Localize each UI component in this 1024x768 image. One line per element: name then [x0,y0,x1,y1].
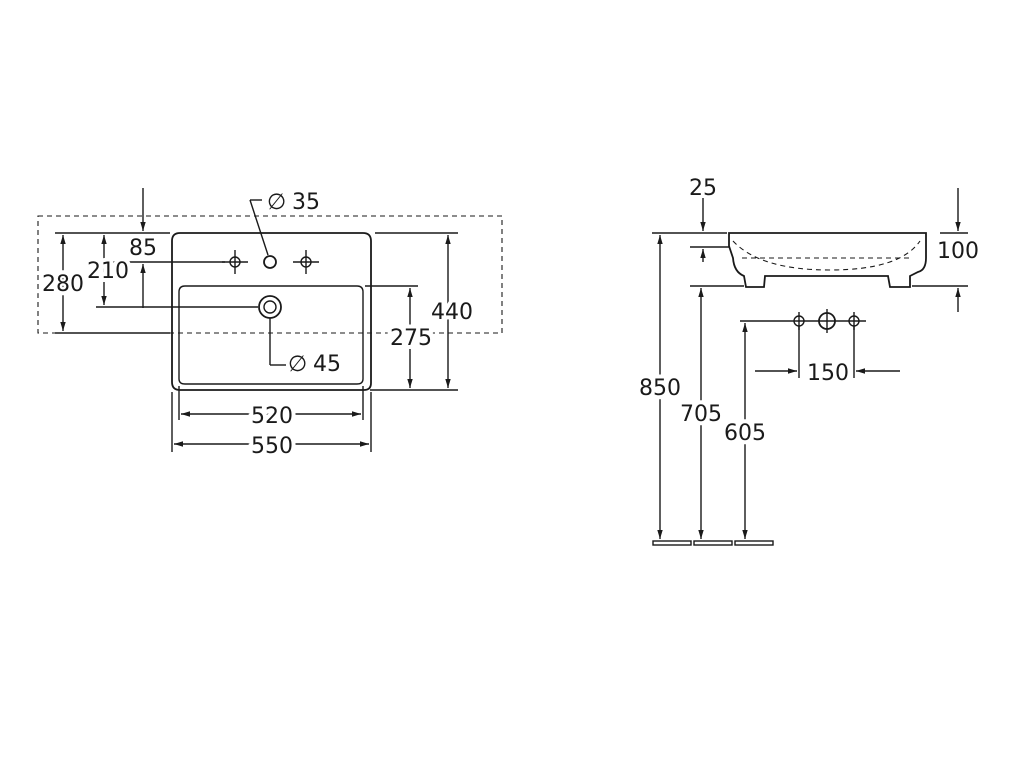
floor-line [652,540,774,546]
dim-label-150: 150 [807,361,849,386]
dim-label-705: 705 [680,402,722,427]
bowl-side-hidden [732,240,921,271]
basin-outline [171,232,372,391]
dim-label-dia-35: 35 [292,190,320,215]
dim-label-280: 280 [42,272,84,297]
dim-label-440: 440 [431,300,473,325]
plan-view: 550 520 440 275 280 210 85 ∅ 35 ∅ 45 [37,188,503,463]
dim-label-520: 520 [251,404,293,429]
tap-hole-center [263,255,277,269]
tap-hole-right [293,250,319,274]
dim-label-25: 25 [689,176,717,201]
dia-symbol-45: ∅ [288,352,307,377]
side-view: 150 25 100 850 705 605 [635,176,983,546]
dim-label-100: 100 [937,239,979,264]
dim-label-550: 550 [251,434,293,459]
dim-label-275: 275 [390,326,432,351]
dim-label-dia-45: 45 [313,352,341,377]
tap-hole-left [222,250,248,274]
basin-side-profile [728,232,927,288]
dia-symbol-35: ∅ [267,190,286,215]
supply-hole-center [818,309,836,333]
dim-label-210: 210 [87,259,129,284]
dim-label-85: 85 [129,236,157,261]
dim-label-850: 850 [639,376,681,401]
drain [258,295,282,319]
bowl-outline [178,285,364,385]
dim-label-605: 605 [724,421,766,446]
